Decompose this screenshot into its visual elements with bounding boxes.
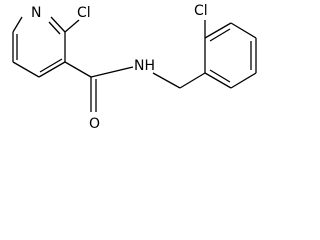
bond-carbonyl-n — [90, 66, 134, 78]
bond-c6-n-double — [48, 21, 61, 35]
benzene-ring — [204, 22, 257, 89]
atom-label-cl-benzyl: Cl — [194, 3, 208, 19]
bond-n-c2 — [12, 16, 23, 33]
pyridine-ring — [12, 16, 66, 78]
structure-diagram: N Cl NH O Cl — [12, 3, 257, 132]
bond-b2-b3 — [204, 22, 232, 39]
bond-b2-b3-double — [209, 28, 231, 42]
bond-ch2-ring — [179, 72, 206, 89]
bond-c4-c5 — [38, 61, 66, 78]
bond-b6-b1 — [204, 72, 232, 89]
bond-b5-b6 — [230, 72, 257, 89]
bond-ring-carbonyl — [64, 61, 92, 78]
bond-n-ch2 — [152, 72, 181, 89]
bond-c4-c5-double — [39, 58, 63, 73]
bond-b6-b1-double — [209, 69, 231, 83]
bond-c3-c4 — [12, 61, 40, 78]
atom-label-o: O — [89, 116, 100, 132]
bond-c6-cl — [64, 19, 80, 33]
atom-label-nh: NH — [134, 58, 155, 74]
bond-c6-n — [50, 16, 66, 33]
atom-label-n-pyridine: N — [31, 5, 41, 21]
bond-b3-b4 — [230, 22, 257, 39]
atom-label-cl-pyridine: Cl — [77, 5, 91, 21]
molecule-canvas: N Cl NH O Cl — [12, 3, 257, 132]
